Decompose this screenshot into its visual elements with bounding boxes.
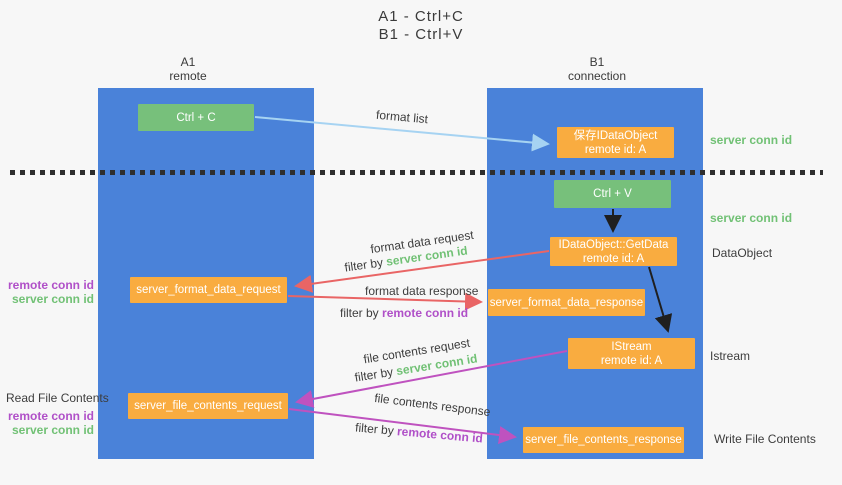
title-line-b1: B1 - Ctrl+V (378, 26, 464, 43)
remote-conn-id-text: remote conn id (8, 409, 95, 423)
column-b1-name: B1 (589, 55, 605, 69)
column-header-b1: B1 connection (507, 55, 687, 83)
column-a1-name: A1 (180, 55, 196, 69)
node-server-file-contents-request: server_file_contents_request (128, 393, 288, 419)
label-file-contents-response: file contents response (373, 390, 492, 420)
remote-conn-id-text: remote conn id (8, 278, 95, 292)
annotation-write-file-contents: Write File Contents (714, 432, 816, 446)
column-b1-role: connection (567, 69, 627, 83)
node-ctrl-c: Ctrl + C (138, 104, 254, 131)
annotation-dataobject: DataObject (712, 246, 773, 260)
annotation-conn-ids-left-lower: remote conn id server conn id (8, 409, 94, 437)
node-server-format-data-request-label: server_format_data_request (136, 284, 281, 296)
column-header-a1: A1 remote (108, 55, 268, 83)
filter-by-text: filter by (353, 364, 395, 385)
node-getdata-title: IDataObject::GetData (558, 238, 669, 251)
filter-by-text: filter by (343, 255, 384, 275)
annotation-read-file-contents: Read File Contents (6, 391, 109, 405)
server-conn-id-text: server conn id (11, 423, 94, 437)
server-conn-id-text: server conn id (11, 292, 94, 306)
annotation-istream: Istream (710, 349, 751, 363)
dashed-divider-line (10, 170, 823, 175)
node-ctrl-c-label: Ctrl + C (176, 111, 216, 124)
node-ctrl-v-label: Ctrl + V (593, 188, 632, 200)
node-server-format-data-response-label: server_format_data_response (489, 296, 644, 309)
node-server-format-data-request: server_format_data_request (130, 277, 287, 303)
label-filter-by-remote-conn-id-1: filter by remote conn id (340, 306, 468, 320)
node-server-file-contents-response: server_file_contents_response (523, 427, 684, 453)
diagram-title: A1 - Ctrl+C B1 - Ctrl+V (0, 8, 842, 44)
node-idataobject-getdata: IDataObject::GetData remote id: A (550, 237, 677, 266)
label-filter-by-remote-conn-id-2: filter by remote conn id (355, 420, 484, 445)
node-istream: IStream remote id: A (568, 338, 695, 369)
title-line-a1: A1 - Ctrl+C (378, 8, 464, 25)
node-server-file-contents-request-label: server_file_contents_request (134, 400, 282, 412)
node-istream-title: IStream (611, 340, 652, 353)
column-a1-role: remote (169, 69, 207, 83)
label-format-list: format list (375, 107, 429, 127)
node-server-file-contents-response-label: server_file_contents_response (525, 434, 682, 446)
node-istream-remote-id: remote id: A (600, 354, 663, 367)
node-getdata-remote-id: remote id: A (582, 252, 645, 265)
node-save-idataobject-title: 保存IDataObject (573, 129, 658, 142)
annotation-conn-ids-left-upper: remote conn id server conn id (8, 278, 94, 306)
node-server-format-data-response: server_format_data_response (488, 289, 645, 316)
remote-conn-id-text: remote conn id (396, 424, 484, 446)
annotation-server-conn-id-mid-right: server conn id (710, 211, 793, 225)
label-format-data-response: format data response (365, 284, 479, 298)
filter-by-text: filter by (340, 306, 379, 320)
node-ctrl-v: Ctrl + V (554, 180, 671, 208)
annotation-server-conn-id-top-right: server conn id (710, 133, 793, 147)
node-save-idataobject: 保存IDataObject remote id: A (557, 127, 674, 158)
node-save-idataobject-remote-id: remote id: A (584, 143, 647, 156)
filter-by-text: filter by (354, 420, 395, 438)
remote-conn-id-text: remote conn id (382, 306, 469, 320)
